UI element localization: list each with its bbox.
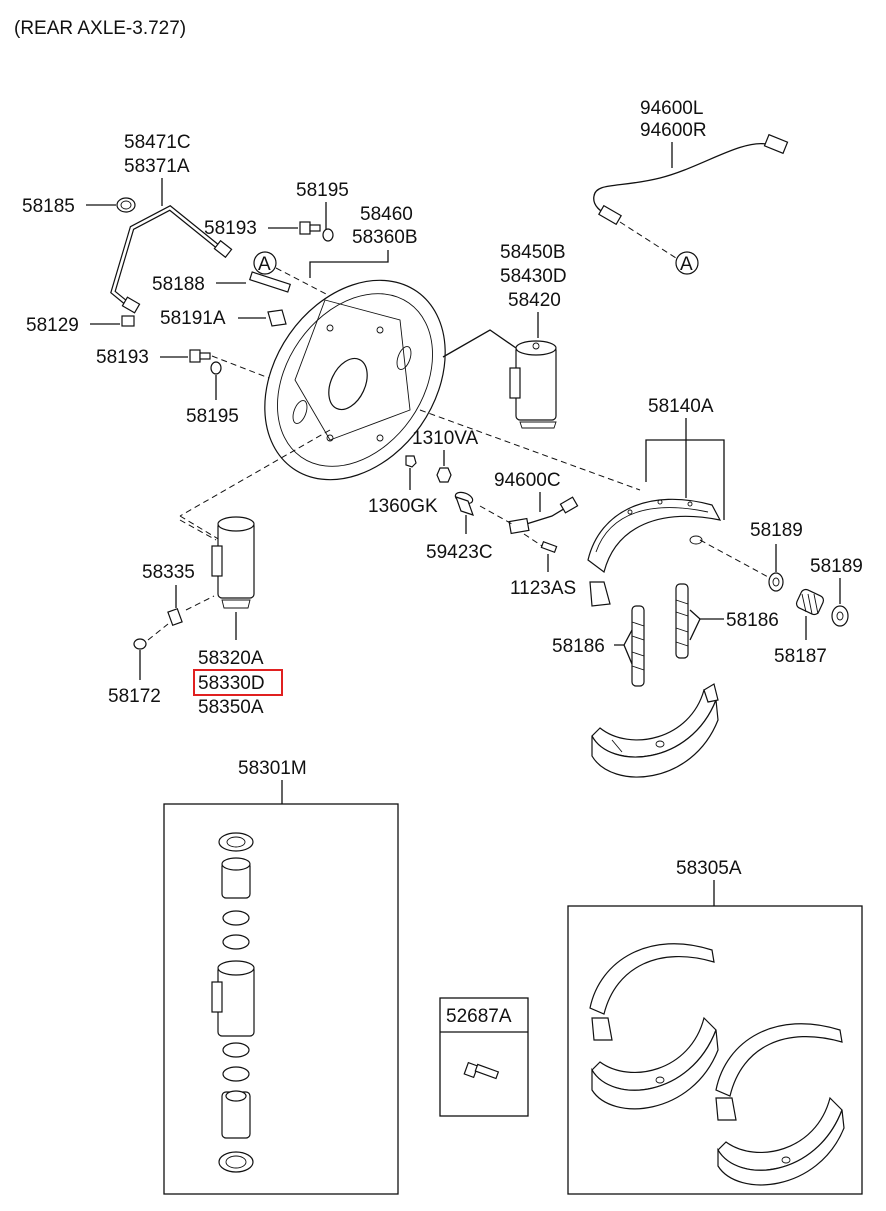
label-58195-mid: 58195 — [186, 406, 239, 427]
part-58191A-clip — [267, 309, 287, 327]
svg-text:A: A — [680, 254, 693, 275]
label-58195-top: 58195 — [296, 180, 349, 201]
part-1123AS-bolt — [540, 541, 558, 553]
label-58335: 58335 — [142, 562, 195, 583]
part-58188-pin — [248, 271, 292, 293]
label-58430D: 58430D — [500, 266, 567, 287]
label-58193-mid: 58193 — [96, 347, 149, 368]
label-52687A: 52687A — [446, 1006, 512, 1027]
label-58172: 58172 — [108, 686, 161, 707]
part-58335-bleeder-screw — [167, 607, 183, 627]
label-1123AS: 1123AS — [510, 578, 576, 599]
part-58186-spring-right — [675, 583, 689, 659]
label-94600C: 94600C — [494, 470, 561, 491]
part-58193-bolt-mid — [189, 349, 211, 363]
part-58193-bolt-top — [299, 221, 321, 235]
part-58140A-shoe-lower — [591, 683, 719, 778]
part-59423C-bushing — [454, 491, 474, 516]
label-58189-b: 58189 — [810, 556, 863, 577]
part-58189-washer-b — [831, 605, 849, 627]
part-58186-spring-left — [631, 605, 645, 687]
label-58140A: 58140A — [648, 396, 714, 417]
label-1310VA: 1310VA — [412, 428, 479, 449]
label-58186-left: 58186 — [552, 636, 605, 657]
part-58187-spring — [795, 588, 825, 616]
label-58371A: 58371A — [124, 156, 190, 177]
label-1360GK: 1360GK — [368, 496, 438, 517]
label-58420: 58420 — [508, 290, 561, 311]
diagram-title: (REAR AXLE-3.727) — [14, 18, 186, 39]
label-58191A: 58191A — [160, 308, 226, 329]
part-58129-bleeder — [121, 315, 135, 327]
ref-circle-a-right: A — [675, 251, 699, 275]
kit-box-58301M — [163, 803, 399, 1195]
ref-circle-a-left: A — [253, 251, 277, 275]
highlight-box-58330D — [193, 669, 283, 696]
part-94600C-sensor — [508, 496, 579, 535]
label-94600R: 94600R — [640, 120, 707, 141]
label-58301M: 58301M — [238, 758, 307, 779]
label-58188: 58188 — [152, 274, 205, 295]
kit-58305A-shoes — [589, 943, 845, 1186]
part-58195-nut-mid — [210, 361, 222, 375]
part-94600-sensor-cable — [593, 133, 789, 226]
part-58320A-wheel-cylinder — [211, 516, 255, 609]
part-1310VA-nut — [436, 467, 452, 483]
kit-box-52687A — [439, 997, 529, 1117]
label-58187: 58187 — [774, 646, 827, 667]
kit-58301M-components — [211, 832, 255, 1173]
part-58185-cap — [116, 197, 136, 213]
label-94600L: 94600L — [640, 98, 703, 119]
label-58460: 58460 — [360, 204, 413, 225]
backing-plate — [264, 279, 446, 481]
label-59423C: 59423C — [426, 542, 493, 563]
part-58195-nut-top — [322, 228, 334, 242]
label-58450B: 58450B — [500, 242, 566, 263]
label-58129: 58129 — [26, 315, 79, 336]
label-58350A: 58350A — [198, 697, 264, 718]
part-58189-washer-a — [768, 572, 784, 592]
kit-box-58305A — [567, 905, 863, 1195]
label-58185: 58185 — [22, 196, 75, 217]
part-52687A-bolt — [463, 1061, 500, 1080]
part-58140A-shoe-upper — [587, 498, 722, 607]
label-58471C: 58471C — [124, 132, 191, 153]
part-58420-wheel-cylinder — [509, 340, 557, 429]
label-58305A: 58305A — [676, 858, 742, 879]
label-58193-top: 58193 — [204, 218, 257, 239]
label-58360B: 58360B — [352, 227, 418, 248]
part-58172-cap — [133, 638, 147, 650]
part-1360GK-washer — [405, 455, 417, 468]
brake-line-tube — [110, 205, 233, 314]
label-58189-a: 58189 — [750, 520, 803, 541]
label-58186-right: 58186 — [726, 610, 779, 631]
label-58320A: 58320A — [198, 648, 264, 669]
label-58330D: 58330D — [198, 673, 265, 694]
svg-text:A: A — [258, 254, 271, 275]
